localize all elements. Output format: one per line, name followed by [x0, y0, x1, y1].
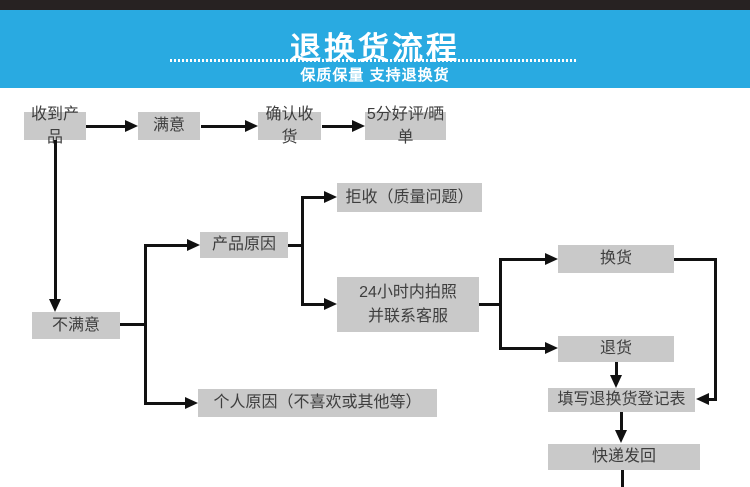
- flow-node-photo-contact: 24小时内拍照 并联系客服: [337, 277, 479, 332]
- flow-node-fill-form: 填写退换货登记表: [548, 388, 695, 412]
- connector-to-photo-contact: [301, 303, 324, 306]
- connector-photo-stub: [479, 303, 502, 306]
- connector-return-to-form: [615, 362, 618, 377]
- flow-node-confirm-receipt: 确认收货: [258, 106, 321, 146]
- flow-node-express-back: 快递发回: [548, 444, 700, 470]
- connector-satisfied-to-confirm: [201, 125, 246, 128]
- connector-exchange-down: [714, 258, 717, 400]
- connector-product-reason-branch: [301, 196, 304, 306]
- arrowhead-to-personal-reason: [185, 397, 198, 409]
- connector-express-down: [621, 470, 624, 487]
- connector-confirm-to-review: [322, 125, 353, 128]
- flow-node-exchange: 换货: [558, 245, 674, 273]
- flow-node-satisfied: 满意: [138, 112, 200, 140]
- connector-receive-to-unsatisfied: [54, 140, 57, 300]
- dotted-divider: [170, 59, 578, 62]
- connector-to-return: [499, 347, 545, 350]
- connector-to-reject: [301, 196, 324, 199]
- flow-node-reject: 拒收（质量问题）: [337, 183, 482, 212]
- arrowhead-to-exchange: [545, 253, 558, 265]
- arrowhead-to-confirm: [245, 120, 258, 132]
- connector-exchange-into-form: [708, 398, 717, 401]
- arrowhead-to-photo-contact: [324, 298, 337, 310]
- page-subtitle: 保质保量 支持退换货: [300, 67, 450, 84]
- flow-node-unsatisfied: 不满意: [32, 312, 120, 339]
- arrowhead-to-form: [610, 375, 622, 388]
- arrowhead-to-review: [352, 120, 365, 132]
- connector-unsatisfied-branch: [144, 244, 147, 405]
- connector-to-exchange: [499, 258, 545, 261]
- flow-node-receive: 收到产品: [24, 106, 86, 146]
- connector-to-product-reason: [144, 244, 187, 247]
- arrowhead-to-product-reason: [187, 239, 200, 251]
- connector-receive-to-satisfied: [86, 125, 126, 128]
- flow-node-personal-reason: 个人原因（不喜欢或其他等）: [198, 389, 437, 417]
- flow-node-good-review: 5分好评/晒单: [365, 105, 446, 146]
- connector-product-reason-stub: [288, 244, 304, 247]
- flow-node-return: 退货: [558, 336, 674, 362]
- connector-photo-branch: [499, 258, 502, 350]
- arrowhead-to-satisfied: [125, 120, 138, 132]
- flow-node-product-reason: 产品原因: [200, 232, 288, 258]
- header-banner: 退换货流程 保质保量 支持退换货: [0, 10, 750, 88]
- top-bar: [0, 0, 750, 10]
- arrowhead-into-form: [696, 393, 709, 405]
- connector-exchange-stub: [674, 258, 717, 261]
- connector-to-personal-reason: [144, 402, 185, 405]
- arrowhead-to-unsatisfied: [49, 299, 61, 312]
- arrowhead-to-express: [615, 430, 627, 443]
- arrowhead-to-reject: [324, 191, 337, 203]
- connector-form-to-express: [620, 412, 623, 431]
- arrowhead-to-return: [545, 342, 558, 354]
- connector-unsatisfied-stub: [120, 323, 147, 326]
